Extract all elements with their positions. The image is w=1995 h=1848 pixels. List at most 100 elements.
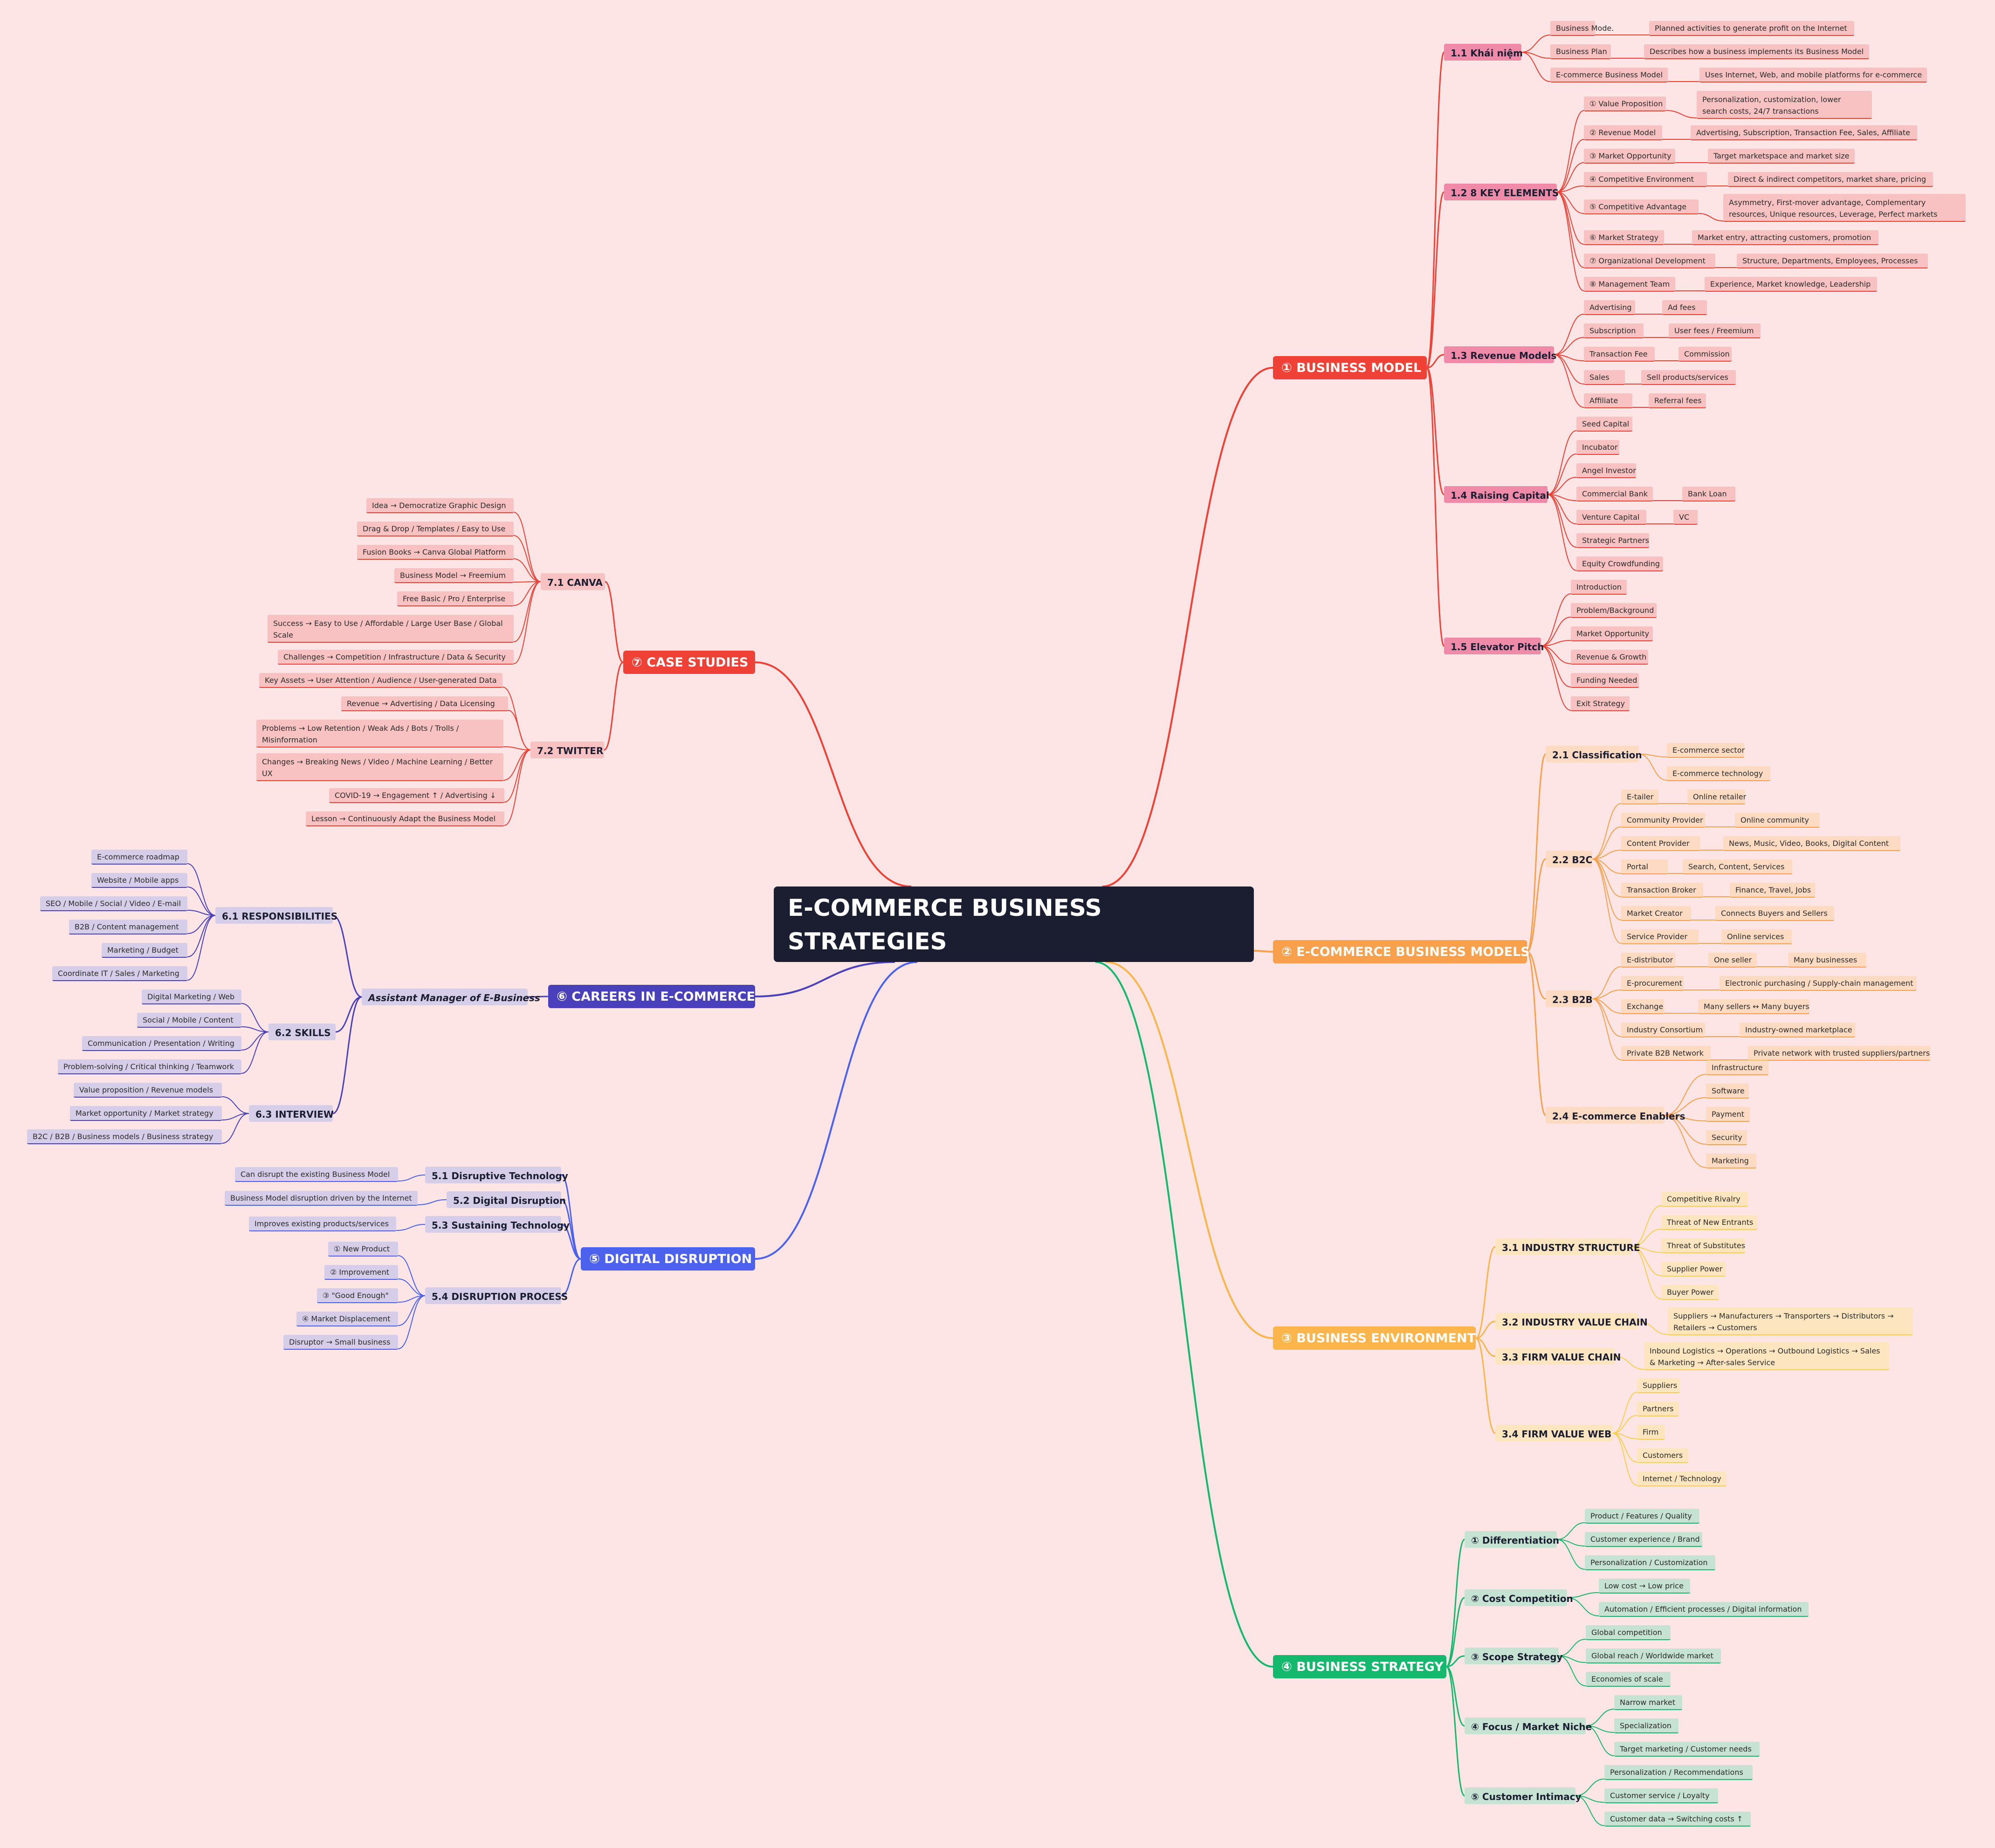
connector xyxy=(1612,1433,1637,1486)
connector xyxy=(1592,859,1622,897)
subtopic-b5-s3[interactable]: 5.3 Sustaining Technology xyxy=(425,1216,570,1233)
subtopic-b3-s3[interactable]: 3.3 FIRM VALUE CHAIN xyxy=(1495,1348,1621,1365)
connector xyxy=(221,1113,249,1120)
subtopic-b4-s1[interactable]: ① Differentiation xyxy=(1465,1531,1559,1548)
leaf-node: Transaction Broker xyxy=(1621,883,1703,898)
connector xyxy=(398,1278,426,1296)
leaf-node: Strategic Partners xyxy=(1576,533,1649,548)
subtopic-b6-s3[interactable]: 6.3 INTERVIEW xyxy=(249,1105,334,1122)
leaf-node: Drag & Drop / Templates / Easy to Use xyxy=(357,522,514,536)
leaf-node: ① New Product xyxy=(328,1242,398,1257)
leaf-node: Threat of New Entrants xyxy=(1661,1215,1757,1230)
careers-role[interactable]: Assistant Manager of E-Business xyxy=(362,989,540,1005)
leaf-node: Challenges → Competition / Infrastructur… xyxy=(278,650,514,665)
leaf-node: Idea → Democratize Graphic Design xyxy=(366,498,514,513)
subtopic-b1-s1[interactable]: 1.1 Khái niệm xyxy=(1444,44,1523,61)
subtopic-b1-s4[interactable]: 1.4 Raising Capital xyxy=(1444,486,1549,503)
subtopic-b6-s1[interactable]: 6.1 RESPONSIBILITIES xyxy=(215,907,337,924)
branch-b3[interactable]: ③ BUSINESS ENVIRONMENT xyxy=(1273,1326,1476,1350)
subtopic-b4-s3[interactable]: ③ Scope Strategy xyxy=(1465,1648,1563,1664)
branch-b4[interactable]: ④ BUSINESS STRATEGY xyxy=(1273,1655,1446,1678)
leaf-node: Free Basic / Pro / Enterprise xyxy=(397,591,514,606)
leaf-node: Infrastructure xyxy=(1706,1060,1768,1075)
connector xyxy=(1446,1655,1465,1668)
subtopic-b5-s2[interactable]: 5.2 Digital Disruption xyxy=(447,1191,566,1208)
connector xyxy=(1631,1246,1662,1299)
connector xyxy=(1631,1229,1662,1247)
root-topic[interactable]: E-COMMERCE BUSINESS STRATEGIES xyxy=(774,886,1254,962)
connector xyxy=(1526,951,1547,1116)
branch-b5[interactable]: ⑤ DIGITAL DISRUPTION xyxy=(581,1247,755,1271)
detail-node: Sell products/services xyxy=(1641,370,1736,385)
subtopic-b3-s1[interactable]: 3.1 INDUSTRY STRUCTURE xyxy=(1495,1238,1640,1255)
leaf-node: Marketing xyxy=(1706,1154,1756,1168)
leaf-node: Suppliers xyxy=(1637,1378,1680,1393)
connector xyxy=(1426,367,1445,647)
connector xyxy=(1664,1115,1706,1145)
leaf-node: Supplier Power xyxy=(1661,1262,1726,1277)
subtopic-b3-s2[interactable]: 3.2 INDUSTRY VALUE CHAIN xyxy=(1495,1313,1648,1330)
leaf-node: Customers xyxy=(1637,1448,1688,1463)
leaf-node: Business Model disruption driven by the … xyxy=(225,1191,418,1206)
subtopic-b4-s5[interactable]: ⑤ Customer Intimacy xyxy=(1465,1787,1582,1804)
connector xyxy=(332,914,362,998)
detail-node: Experience, Market knowledge, Leadership xyxy=(1705,277,1877,292)
leaf-node: B2B / Content management xyxy=(69,920,187,934)
leaf-node: Exchange xyxy=(1621,999,1664,1014)
connector xyxy=(396,1224,426,1231)
detail-node: Target marketspace and market size xyxy=(1708,149,1855,164)
detail-node: Commission xyxy=(1679,347,1732,362)
connector xyxy=(1638,754,1667,757)
leaf-node: Equity Crowdfunding xyxy=(1576,556,1663,571)
subtopic-b6-s2[interactable]: 6.2 SKILLS xyxy=(268,1024,336,1040)
leaf-node: Community Provider xyxy=(1621,813,1705,828)
connector xyxy=(1475,1246,1496,1339)
detail-node: Advertising, Subscription, Transaction F… xyxy=(1691,125,1917,140)
connector xyxy=(1638,754,1667,781)
subtopic-b5-s1[interactable]: 5.1 Disruptive Technology xyxy=(425,1167,568,1183)
subtopic-b2-s4[interactable]: 2.4 E-commerce Enablers xyxy=(1546,1107,1685,1124)
connector xyxy=(187,886,216,916)
leaf-node: Buyer Power xyxy=(1661,1285,1719,1300)
subtopic-b2-s1[interactable]: 2.1 Classification xyxy=(1546,746,1642,763)
subtopic-b4-s4[interactable]: ④ Focus / Market Niche xyxy=(1465,1717,1592,1734)
leaf-node: Exit Strategy xyxy=(1571,696,1630,711)
leaf-node: Digital Marketing / Web xyxy=(142,989,241,1004)
leaf-node: ② Improvement xyxy=(324,1265,398,1280)
subtopic-b5-s4[interactable]: 5.4 DISRUPTION PROCESS xyxy=(425,1287,568,1304)
leaf-node: Firm xyxy=(1637,1425,1665,1440)
branch-b6[interactable]: ⑥ CAREERS IN E-COMMERCE xyxy=(548,985,755,1008)
detail-node: Personalization, customization, lower se… xyxy=(1697,91,1872,119)
connector xyxy=(1426,191,1445,369)
subtopic-b1-s5[interactable]: 1.5 Elevator Pitch xyxy=(1444,638,1544,654)
subtopic-b4-s2[interactable]: ② Cost Competition xyxy=(1465,1589,1573,1606)
leaf-node: Low cost → Low price xyxy=(1599,1579,1690,1594)
detail-node: Ad fees xyxy=(1662,300,1707,315)
leaf-node: Funding Needed xyxy=(1571,673,1639,688)
connector xyxy=(241,1031,269,1051)
connector xyxy=(1554,337,1584,355)
connector xyxy=(513,535,541,582)
branch-b7[interactable]: ⑦ CASE STUDIES xyxy=(623,651,755,674)
detail-node: Describes how a business implements its … xyxy=(1644,44,1869,59)
connector xyxy=(1541,593,1571,646)
subtopic-b1-s2[interactable]: 1.2 8 KEY ELEMENTS xyxy=(1444,184,1559,200)
leaf-node: Specialization xyxy=(1614,1718,1679,1733)
subtopic-b7-s1[interactable]: 7.1 CANVA xyxy=(541,573,605,590)
connector xyxy=(1556,185,1584,192)
leaf-node: Portal xyxy=(1621,859,1668,874)
connector xyxy=(508,710,531,750)
subtopic-b7-s2[interactable]: 7.2 TWITTER xyxy=(530,742,604,758)
subtopic-b2-s2[interactable]: 2.2 B2C xyxy=(1546,851,1592,867)
connector xyxy=(1541,640,1571,646)
connector xyxy=(1521,52,1551,82)
branch-b1[interactable]: ① BUSINESS MODEL xyxy=(1273,356,1427,379)
subtopic-b1-s3[interactable]: 1.3 Revenue Models xyxy=(1444,346,1556,363)
branch-b2[interactable]: ② E-COMMERCE BUSINESS MODELS xyxy=(1273,940,1530,963)
subtopic-b2-s3[interactable]: 2.3 B2B xyxy=(1546,990,1593,1007)
connector xyxy=(1575,1795,1605,1826)
subtopic-b3-s4[interactable]: 3.4 FIRM VALUE WEB xyxy=(1495,1425,1613,1442)
connector xyxy=(1556,1539,1585,1546)
